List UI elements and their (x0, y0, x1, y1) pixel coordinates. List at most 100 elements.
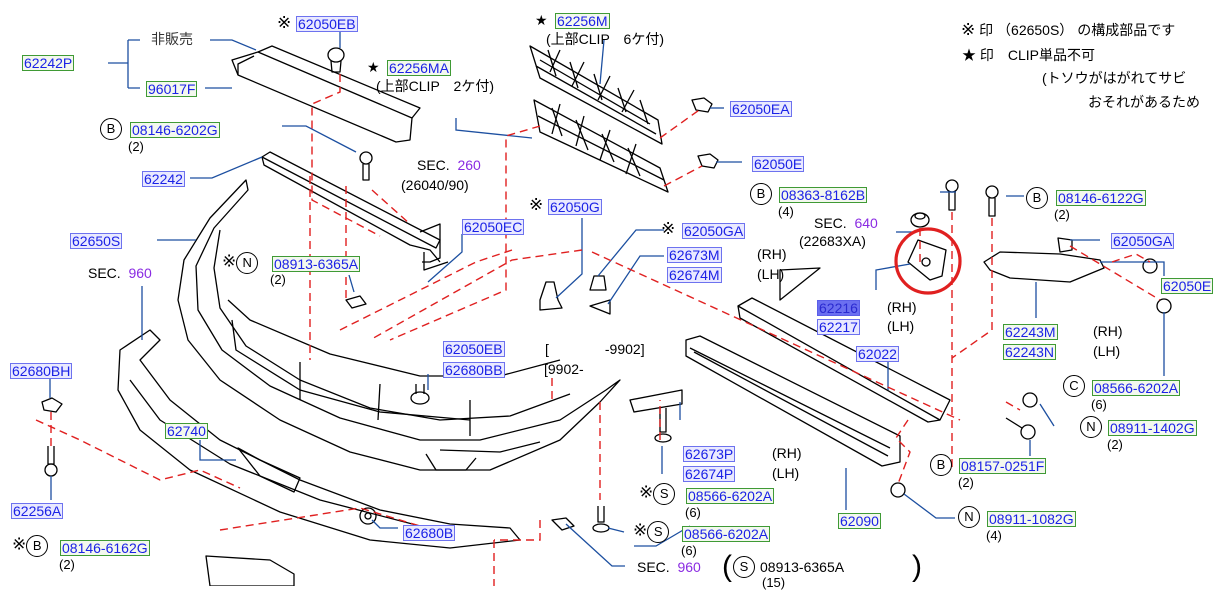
clip-62680BB (410, 384, 430, 405)
part-08363-8162B[interactable]: 08363-8162B (779, 187, 868, 203)
callout-08911-1082G: N (958, 506, 982, 528)
part-62050EC[interactable]: 62050EC (462, 219, 525, 235)
kome-mark-icon: ※ (277, 13, 292, 32)
part-62243N[interactable]: 62243N (1003, 344, 1057, 360)
lh-label: (LH) (757, 266, 785, 282)
qty: (2) (270, 272, 286, 287)
part-62050E-mid[interactable]: 62050E (752, 156, 805, 172)
part-62740[interactable]: 62740 (165, 423, 208, 439)
part-62650S[interactable]: 62650S (70, 233, 123, 249)
nut-62680BH (41, 397, 63, 413)
part-62216[interactable]: 62216 (817, 300, 860, 316)
callout-08146-6162G: ※B (12, 535, 50, 557)
paren-close: ) (912, 550, 922, 583)
clip-62050EA (691, 97, 713, 113)
part-08157-0251F[interactable]: 08157-0251F (959, 458, 1047, 474)
part-08146-6122G[interactable]: 08146-6122G (1056, 190, 1146, 206)
part-62256M[interactable]: 62256M (555, 13, 610, 29)
part-62242[interactable]: 62242 (142, 171, 185, 187)
lh-label: (LH) (1093, 343, 1121, 359)
b-symbol-icon: B (750, 183, 772, 205)
sec-number: 960 (128, 265, 152, 281)
sec-label: SEC. (814, 215, 847, 231)
kome-mark-icon: ※ (222, 251, 237, 271)
kome-mark-icon: ※ (633, 520, 648, 540)
callout-08146-6202G: B (100, 118, 124, 140)
part-62090[interactable]: 62090 (838, 513, 881, 529)
part-62050G[interactable]: 62050G (548, 199, 602, 215)
callout-08913-6365A: ※N (222, 252, 260, 274)
part-08911-1082G[interactable]: 08911-1082G (987, 511, 1076, 527)
part-08146-6162G[interactable]: 08146-6162G (60, 540, 150, 556)
sec-number: 640 (854, 215, 878, 231)
b-symbol-icon: B (930, 454, 952, 476)
rh-label: (RH) (757, 246, 787, 262)
part-62050EB-top[interactable]: 62050EB (296, 16, 358, 32)
part-62673M[interactable]: 62673M (667, 247, 722, 263)
sec-number: 260 (457, 157, 481, 173)
part-62217[interactable]: 62217 (817, 319, 860, 335)
part-62242P[interactable]: 62242P (22, 55, 75, 71)
part-62680BB[interactable]: 62680BB (443, 362, 505, 378)
qty: (2) (59, 557, 75, 572)
part-62050GA-mid[interactable]: 62050GA (682, 223, 746, 239)
lh-label: (LH) (772, 465, 800, 481)
absorber-62090 (685, 335, 901, 467)
part-96017F[interactable]: 96017F (146, 81, 198, 97)
sec-260-sub: (26040/90) (401, 177, 469, 193)
part-62674M[interactable]: 62674M (667, 267, 722, 283)
c-symbol-icon: C (1063, 375, 1085, 397)
n-symbol-icon: N (1080, 416, 1102, 438)
kome-mark-icon: ※ (661, 219, 676, 238)
part-08566-6202A-S2[interactable]: 08566-6202A (682, 526, 771, 542)
callout-08157-0251F: B (930, 454, 954, 476)
part-08566-6202A-C[interactable]: 08566-6202A (1092, 380, 1181, 396)
bar-62242 (261, 151, 449, 271)
callout-08363-8162B: B (750, 183, 774, 205)
paren-open: ( (722, 550, 732, 583)
fog-vent (205, 555, 295, 586)
part-62022[interactable]: 62022 (856, 346, 899, 362)
kome-mark-icon: ※ (961, 20, 976, 39)
part-62050E-right[interactable]: 62050E (1161, 278, 1214, 294)
clip-62050EB-top (327, 47, 345, 73)
qty: (6) (685, 505, 701, 520)
callout-62050EB-top: ※ (277, 13, 292, 32)
screw-08566-6202A-upper (654, 408, 672, 443)
retainer-08913-6365A (345, 295, 367, 309)
part-62680BH[interactable]: 62680BH (10, 363, 73, 379)
sec-label: SEC. (637, 559, 670, 575)
rh-label: (RH) (1093, 323, 1123, 339)
note-text: 印 CLIP単品不可 (979, 47, 1096, 63)
part-08146-6202G[interactable]: 08146-6202G (130, 122, 220, 138)
part-62680B[interactable]: 62680B (403, 525, 456, 541)
grommet-22683XA (910, 212, 930, 228)
qty: (6) (1091, 397, 1107, 412)
retainer-62673M (589, 299, 611, 315)
bottom-part-number: 08913-6365A (760, 559, 845, 575)
screw-08566-6202A-lower (592, 506, 610, 533)
part-62050EB-mid[interactable]: 62050EB (443, 341, 505, 357)
part-08913-6365A[interactable]: 08913-6365A (272, 256, 361, 272)
star-mark-icon: ★ (367, 59, 380, 75)
part-08566-6202A-S1[interactable]: 08566-6202A (686, 488, 775, 504)
part-62050EA[interactable]: 62050EA (730, 101, 792, 117)
note-kome: ※ 印 （62650S） の構成部品です (961, 20, 1175, 39)
bracket-62243M (983, 251, 1105, 283)
nut-sec960 (551, 517, 575, 531)
part-62256A[interactable]: 62256A (11, 503, 64, 519)
part-62050GA-right[interactable]: 62050GA (1111, 233, 1175, 249)
kome-mark-icon: ※ (12, 534, 27, 554)
grille-62256M (529, 45, 663, 145)
bolt-08363-8162B (945, 179, 959, 211)
bolt-08146-6202G (359, 151, 373, 181)
part-08911-1402G[interactable]: 08911-1402G (1108, 420, 1197, 436)
n-symbol-icon: N (236, 252, 259, 274)
bolt-08146-6122G (985, 185, 999, 217)
part-62256MA[interactable]: 62256MA (387, 60, 451, 76)
b-symbol-icon: B (26, 535, 49, 557)
part-62673P[interactable]: 62673P (683, 446, 736, 462)
part-62674P[interactable]: 62674P (683, 466, 736, 482)
clip6-note: (上部CLIP 6ケ付) (546, 31, 664, 47)
part-62243M[interactable]: 62243M (1003, 324, 1058, 340)
